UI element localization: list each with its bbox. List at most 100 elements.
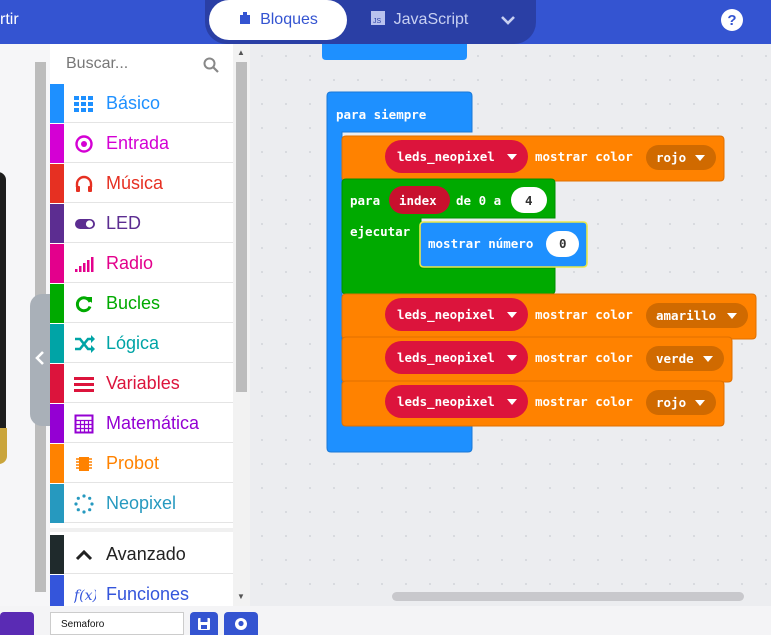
category-logica[interactable]: Lógica <box>50 324 233 363</box>
category-musica[interactable]: Música <box>50 164 233 203</box>
category-label: Música <box>106 173 164 193</box>
target-icon <box>74 134 94 154</box>
strip-name: leds_neopixel <box>397 307 495 323</box>
collapse-simulator-button[interactable] <box>30 294 50 426</box>
strip-name: leds_neopixel <box>397 149 495 165</box>
show-color-block[interactable]: leds_neopixel mostrar color amarillo <box>341 293 757 340</box>
number-input[interactable] <box>546 231 579 257</box>
blocks-workspace[interactable]: para siempre leds_neopixel mostrar color… <box>250 44 771 606</box>
chevron-left-icon <box>35 350 45 371</box>
do-label: ejecutar <box>350 224 411 239</box>
for-loop-block[interactable]: para index de 0 a 4 ejecutar <box>341 178 556 295</box>
show-color-block[interactable]: leds_neopixel mostrar color rojo <box>341 135 725 182</box>
tab-blocks[interactable]: Bloques <box>209 0 347 40</box>
toolbox-scroll-thumb[interactable] <box>236 62 247 392</box>
shuffle-icon <box>74 334 95 354</box>
category-matematica[interactable]: Matemática <box>50 404 233 443</box>
headphones-icon <box>74 174 94 194</box>
color-value: amarillo <box>656 308 716 323</box>
for-label: para <box>350 193 380 208</box>
show-color-label: mostrar color <box>535 350 633 365</box>
dropdown-arrow-icon <box>507 399 517 405</box>
category-label: Avanzado <box>106 544 186 564</box>
workspace-horizontal-scrollbar[interactable] <box>392 592 744 601</box>
toolbox-scrollbar[interactable]: ▲ ▼ <box>233 44 250 606</box>
color-dropdown[interactable] <box>646 346 724 371</box>
toggle-icon <box>74 214 95 234</box>
loop-end-input[interactable] <box>511 187 547 213</box>
tab-javascript-label: JavaScript <box>393 11 469 28</box>
svg-text:JS: JS <box>373 18 382 25</box>
category-bucles[interactable]: Bucles <box>50 284 233 323</box>
color-dropdown[interactable] <box>646 145 716 170</box>
show-color-block[interactable]: leds_neopixel mostrar color verde <box>341 336 733 383</box>
category-label: Variables <box>106 373 180 393</box>
neopixel-strip-dropdown[interactable] <box>385 385 528 418</box>
show-color-block[interactable]: leds_neopixel mostrar color rojo <box>341 380 725 427</box>
category-variables[interactable]: Variables <box>50 364 233 403</box>
category-probot[interactable]: Probot <box>50 444 233 483</box>
index-variable[interactable] <box>389 186 450 214</box>
partial-block[interactable] <box>322 44 467 60</box>
category-basico[interactable]: Básico <box>50 84 233 123</box>
search-icon[interactable] <box>202 56 220 74</box>
category-label: Funciones <box>106 584 190 604</box>
search-input[interactable] <box>66 54 206 74</box>
list-lines-icon <box>74 374 94 394</box>
strip-name: leds_neopixel <box>397 394 495 410</box>
show-number-label: mostrar número <box>428 236 533 251</box>
color-value: verde <box>656 351 694 366</box>
number-value: 0 <box>559 236 567 251</box>
scroll-up-icon[interactable]: ▲ <box>237 48 245 57</box>
dotted-circle-icon <box>74 494 94 514</box>
save-icon[interactable] <box>190 612 218 635</box>
category-funciones[interactable]: f(x) Funciones <box>50 575 233 614</box>
show-number-block[interactable]: mostrar número 0 <box>419 221 588 268</box>
dropdown-arrow-icon <box>507 154 517 160</box>
strip-name: leds_neopixel <box>397 350 495 366</box>
microbit-edge-connector <box>0 428 7 464</box>
category-label: Básico <box>106 93 161 113</box>
menu-icon[interactable] <box>0 612 34 635</box>
top-bar: rtir Bloques JS JavaScript ? <box>0 0 771 44</box>
toolbox: Básico Entrada Música LED Radio Bucles <box>50 44 233 614</box>
dropdown-arrow-icon <box>703 356 713 362</box>
color-dropdown[interactable] <box>646 390 716 415</box>
category-neopixel[interactable]: Neopixel <box>50 484 233 523</box>
simulator-panel <box>0 44 50 606</box>
category-label: Probot <box>106 453 160 473</box>
microbit-device <box>0 172 6 462</box>
github-icon[interactable] <box>224 612 258 635</box>
neopixel-strip-dropdown[interactable] <box>385 140 528 173</box>
scroll-down-icon[interactable]: ▼ <box>237 592 245 601</box>
chevron-down-icon <box>500 12 516 30</box>
category-radio[interactable]: Radio <box>50 244 233 283</box>
dropdown-arrow-icon <box>507 312 517 318</box>
toolbox-divider <box>50 528 233 532</box>
category-label: Bucles <box>106 293 161 313</box>
category-label: Matemática <box>106 413 200 433</box>
download-label-partial[interactable]: rtir <box>0 11 19 28</box>
puzzle-icon <box>238 10 252 31</box>
help-icon[interactable]: ? <box>721 9 743 31</box>
show-color-label: mostrar color <box>535 149 633 164</box>
category-label: Lógica <box>106 333 160 353</box>
editor-menu-toggle[interactable] <box>490 6 526 36</box>
neopixel-strip-dropdown[interactable] <box>385 298 528 331</box>
project-name-field[interactable]: Semaforo <box>50 612 184 635</box>
color-dropdown[interactable] <box>646 303 748 328</box>
js-file-icon: JS <box>370 10 386 31</box>
tab-javascript[interactable]: JS JavaScript <box>352 0 486 40</box>
category-avanzado[interactable]: Avanzado <box>50 535 233 574</box>
bottom-bar: Semaforo <box>0 606 771 635</box>
signal-bars-icon <box>74 254 94 274</box>
neopixel-strip-dropdown[interactable] <box>385 341 528 374</box>
forever-label: para siempre <box>336 107 427 122</box>
refresh-icon <box>74 294 94 314</box>
show-color-label: mostrar color <box>535 307 633 322</box>
category-entrada[interactable]: Entrada <box>50 124 233 163</box>
chip-icon <box>74 454 94 474</box>
category-led[interactable]: LED <box>50 204 233 243</box>
grid-icon <box>74 94 94 114</box>
category-label: Radio <box>106 253 154 273</box>
